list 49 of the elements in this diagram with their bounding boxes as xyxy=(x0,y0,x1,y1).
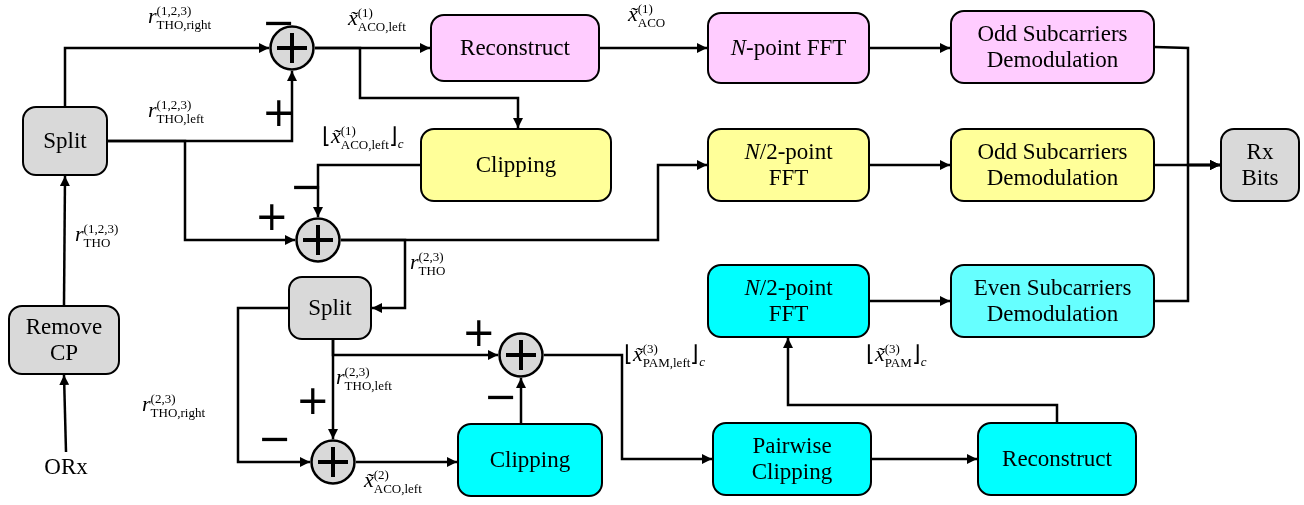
process-box: Even Subcarriers Demodulation xyxy=(950,264,1155,338)
process-box: Remove CP xyxy=(8,305,120,375)
process-box: Odd Subcarriers Demodulation xyxy=(950,128,1155,202)
process-box: N-point FFT xyxy=(707,12,870,84)
process-box: Pairwise Clipping xyxy=(712,422,872,496)
process-box: Reconstruct xyxy=(430,14,600,82)
arrow xyxy=(872,454,977,464)
operator-sign: − xyxy=(484,376,518,416)
process-box: N/2-point FFT xyxy=(707,264,870,338)
arrow xyxy=(600,43,707,53)
arrow xyxy=(870,160,950,170)
operator-sign: + xyxy=(255,196,289,236)
arrow xyxy=(315,46,523,128)
summing-junction xyxy=(295,217,341,263)
arrow xyxy=(236,306,310,467)
operator-sign: − xyxy=(258,418,292,458)
process-box: Clipping xyxy=(457,423,603,497)
summing-junction xyxy=(269,25,315,71)
arrow xyxy=(870,296,950,306)
process-box: Split xyxy=(22,106,108,176)
operator-sign: + xyxy=(462,312,496,352)
operator-sign: − xyxy=(262,2,296,42)
arrow xyxy=(544,353,712,464)
arrow xyxy=(59,176,70,305)
summing-junction xyxy=(498,332,544,378)
process-box: Rx Bits xyxy=(1220,128,1300,202)
operator-sign: + xyxy=(296,380,330,420)
arrow xyxy=(108,139,295,245)
summing-junction xyxy=(310,439,356,485)
process-box: N/2-point FFT xyxy=(707,128,870,202)
edge-label: ⌊x̃$^{(3)}$$_{PAM}$⌋$_{c}$ xyxy=(866,342,927,370)
arrow xyxy=(63,43,269,106)
arrow xyxy=(783,338,1059,422)
arrow xyxy=(341,238,407,313)
arrow xyxy=(1155,160,1220,303)
edge-label: ⌊x̃$^{(3)}$$_{PAM,left}$⌋$_{c}$ xyxy=(624,342,706,370)
process-box: Clipping xyxy=(420,128,612,202)
arrow xyxy=(870,43,950,53)
arrow xyxy=(516,378,526,423)
edge-label: ⌊x̃$^{(1)}$$_{ACO,left}$⌋$_{c}$ xyxy=(322,124,404,152)
arrow xyxy=(328,340,338,439)
process-box: Reconstruct xyxy=(977,422,1137,496)
arrow xyxy=(313,163,420,217)
operator-sign: + xyxy=(262,92,296,132)
arrow xyxy=(59,374,70,453)
process-box: Odd Subcarriers Demodulation xyxy=(950,10,1155,84)
arrow xyxy=(356,457,457,467)
process-box: Split xyxy=(288,276,372,340)
input-label: ORx xyxy=(38,452,94,482)
